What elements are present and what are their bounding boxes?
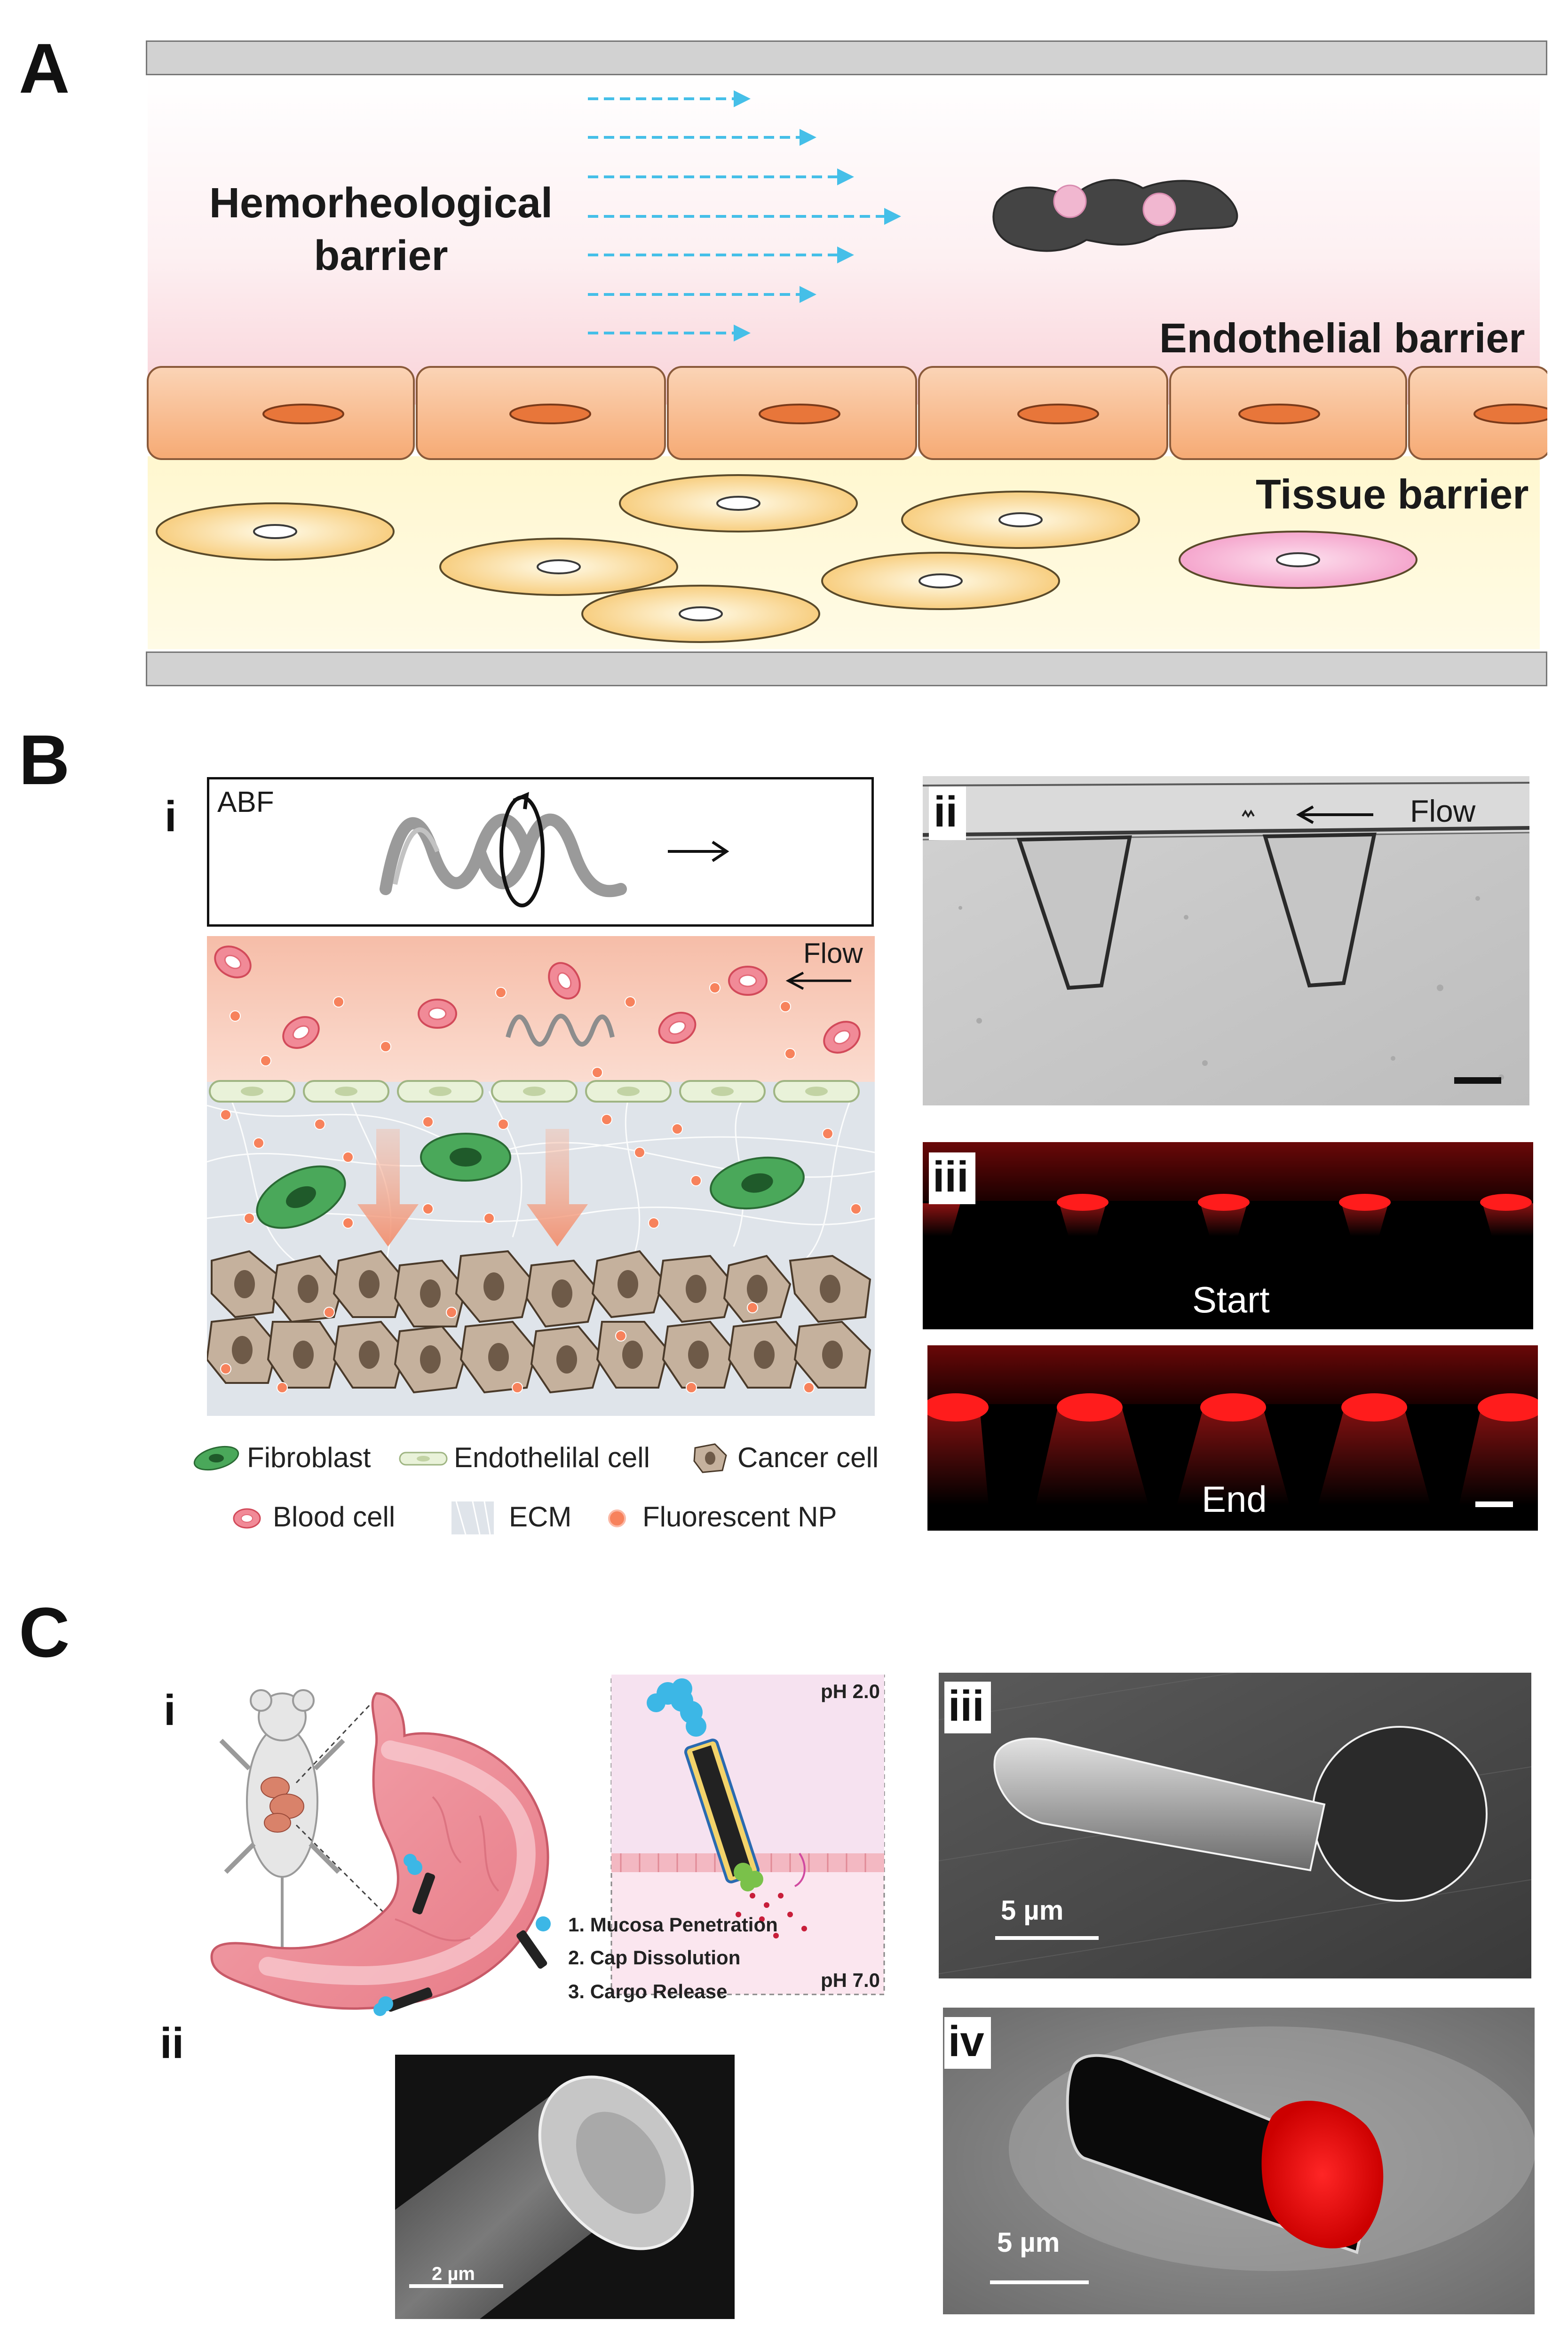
panel-b-sub-ii: ii (929, 786, 966, 840)
legend-endothelial: Endothelilal cell (454, 1442, 650, 1473)
panel-c-sub-iv: iv (944, 2017, 991, 2069)
fluorescence-overlay-image (943, 2008, 1535, 2314)
microrocket-icon (647, 1678, 763, 1891)
endothelial-barrier-label: Endothelial barrier (1159, 315, 1525, 361)
sem-microrocket-image (939, 1673, 1531, 1978)
microchannel-brightfield-image (923, 776, 1529, 1105)
panel-a-top-wall (146, 40, 1547, 75)
step-3-label: 3. Cargo Release (568, 1980, 728, 2002)
panel-letter-a: A (19, 29, 70, 108)
start-label: Start (1192, 1279, 1270, 1320)
abf-helix-icon (380, 792, 729, 907)
abf-label: ABF (217, 786, 274, 818)
panel-b-sub-i: i (165, 793, 177, 841)
tumor-microenvironment-illustration (207, 936, 875, 1416)
panel-letter-b: B (19, 720, 70, 799)
flow-label-b-ii: Flow (1410, 794, 1476, 828)
fluorescence-start-image (923, 1142, 1533, 1329)
microrobot-icon (992, 179, 1238, 252)
fibroblast-legend-icon (193, 1446, 239, 1471)
tissue-barrier-label: Tissue barrier (1256, 471, 1529, 517)
ecm-legend-icon (451, 1501, 494, 1534)
ph-top-label: pH 2.0 (821, 1680, 880, 1702)
panel-b-sub-iii: iii (929, 1152, 975, 1204)
stomach-delivery-illustration (210, 1675, 885, 2016)
cancer-cell-legend-icon (693, 1443, 727, 1473)
legend-np: Fluorescent NP (642, 1501, 837, 1533)
scale-label-ii: 2 µm (432, 2264, 475, 2284)
flow-label-b-i: Flow (803, 937, 863, 969)
np-legend-icon (608, 1509, 626, 1527)
legend-blood: Blood cell (273, 1501, 396, 1533)
panel-c-sub-iii: iii (944, 1682, 991, 1733)
endothelial-legend-icon (399, 1452, 448, 1466)
blood-cell-legend-icon (233, 1508, 261, 1529)
sem-cap-image (395, 2055, 735, 2319)
ph-bottom-label: pH 7.0 (821, 1969, 880, 1991)
panel-letter-c: C (19, 1593, 70, 1672)
legend-ecm: ECM (509, 1501, 572, 1533)
panel-c-sub-ii: ii (160, 2019, 184, 2067)
abf-box (207, 777, 874, 927)
panel-a-diagram (147, 75, 1547, 649)
end-label: End (1202, 1478, 1267, 1520)
panel-a-bottom-wall (146, 651, 1547, 686)
panel-c-sub-i: i (164, 1686, 176, 1734)
step-2-label: 2. Cap Dissolution (568, 1946, 741, 1969)
scale-label-iii: 5 µm (1001, 1895, 1064, 1926)
fluorescence-end-image (927, 1345, 1538, 1531)
step-1-label: 1. Mucosa Penetration (568, 1914, 778, 1936)
scale-label-iv: 5 µm (997, 2227, 1060, 2258)
legend-cancer: Cancer cell (737, 1442, 879, 1473)
legend-fibroblast: Fibroblast (247, 1442, 371, 1473)
hemorheological-label: Hemorheological barrier (209, 180, 553, 279)
